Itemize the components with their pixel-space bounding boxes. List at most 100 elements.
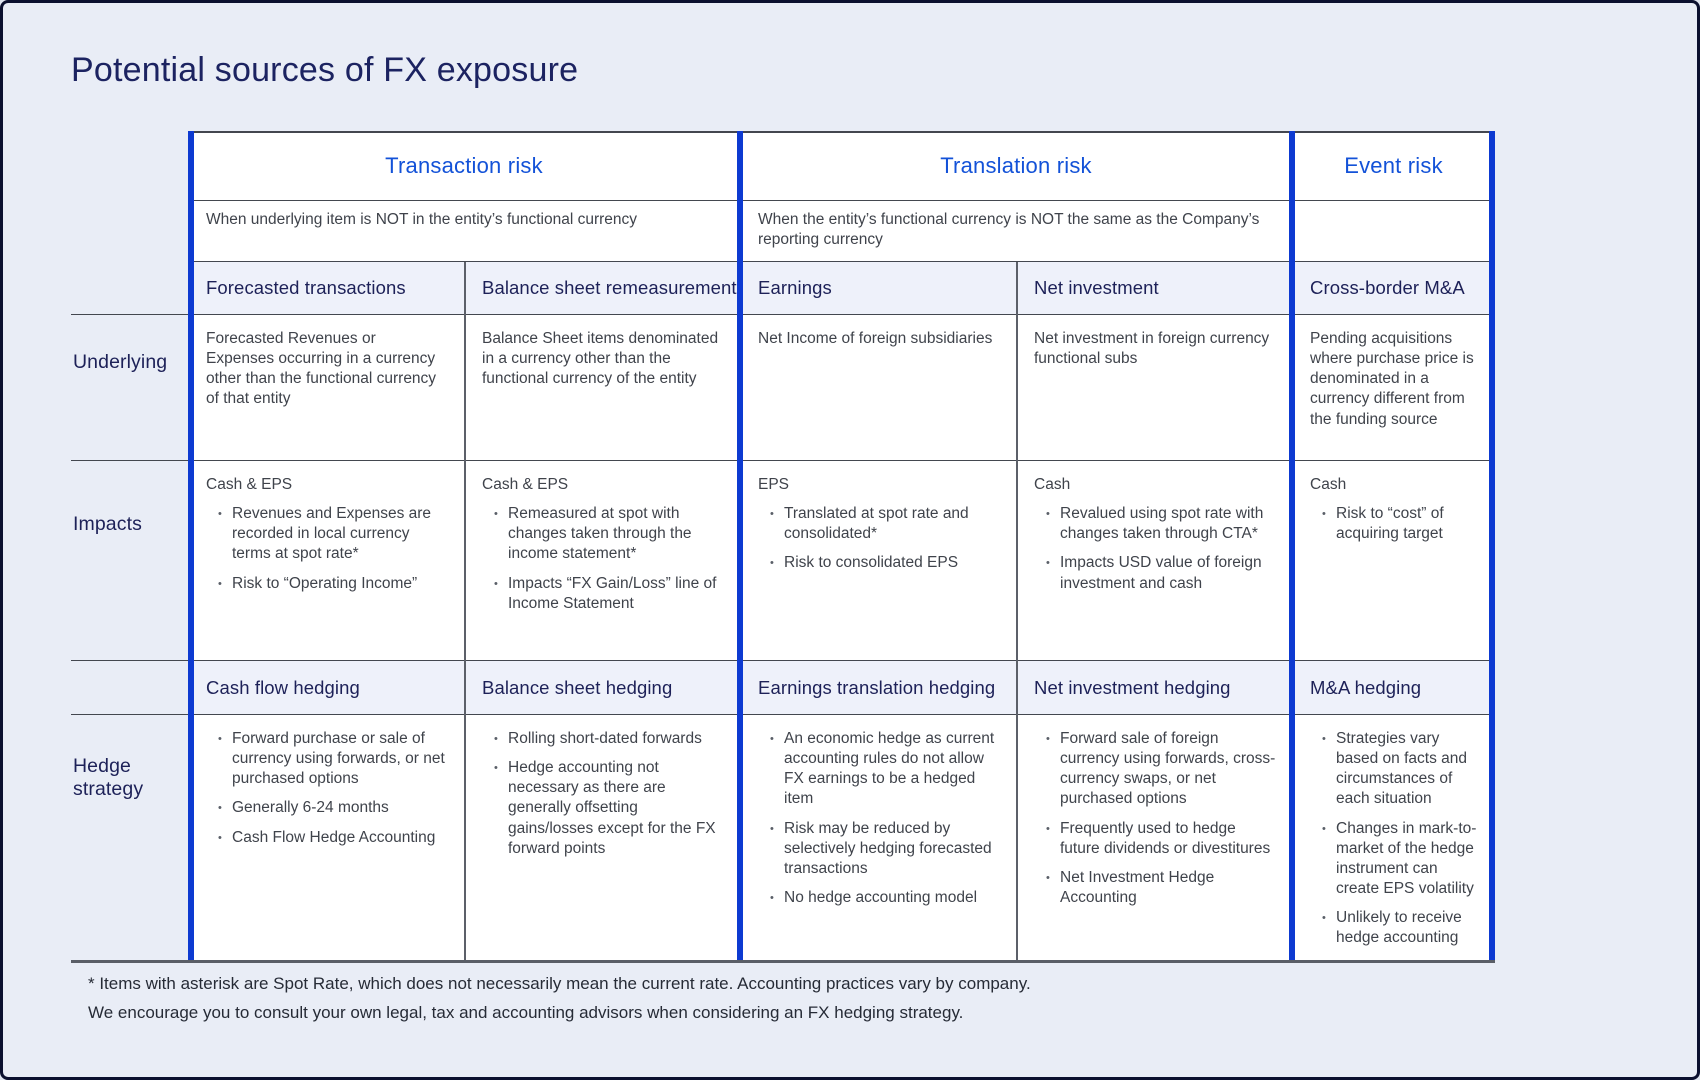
impacts-bullet-list: • Revenues and Expenses are recorded in l… <box>206 504 448 594</box>
bullet-item: • Remeasured at spot with changes taken t… <box>482 504 724 564</box>
impacts-bullet-list: • Risk to “cost” of acquiring target <box>1310 504 1479 544</box>
impacts-bullet-list: •Revalued using spot rate with changes t… <box>1034 504 1276 594</box>
bullet-icon: • <box>1322 822 1326 835</box>
bullet-icon: • <box>494 762 498 775</box>
underlying-cell: Net investment in foreign currency funct… <box>1016 315 1292 461</box>
bullet-item: •Hedge accounting not necessary as there… <box>482 758 724 859</box>
bullet-item: • Risk to consolidated EPS <box>758 553 1000 573</box>
risk-group-title-event: Event risk <box>1292 131 1495 201</box>
impacts-cell: Cash • Risk to “cost” of acquiring target <box>1292 461 1495 661</box>
bullet-text: No hedge accounting model <box>784 888 978 906</box>
bullet-text: Cash Flow Hedge Accounting <box>232 828 436 846</box>
impacts-heading: Cash <box>1310 476 1347 493</box>
bullet-item: • Risk to “cost” of acquiring target <box>1310 504 1479 544</box>
row-label-underlying: Underlying <box>71 315 188 461</box>
risk-group-description-transaction: When underlying item is NOT in the entit… <box>188 201 740 262</box>
bullet-icon: • <box>1322 912 1326 925</box>
impacts-cell: EPS •Translated at spot rate and consoli… <box>740 461 1016 661</box>
bullet-text: Risk to “Operating Income” <box>232 574 418 592</box>
category-header-cross-border-ma: Cross-border M&A <box>1292 262 1495 315</box>
blue-divider-transaction <box>188 131 194 960</box>
bullet-item: • Forward sale of foreign currency using … <box>1034 729 1276 810</box>
bullet-icon: • <box>218 508 222 521</box>
bullet-text: Changes in mark-to-market of the hedge i… <box>1336 819 1477 897</box>
label-spacer <box>71 262 188 315</box>
bullet-icon: • <box>494 577 498 590</box>
bullet-item: • No hedge accounting model <box>758 888 1000 908</box>
hedge-bullet-list: • An economic hedge as current accounting… <box>758 729 1000 908</box>
underlying-cell: Pending acquisitions where purchase pric… <box>1292 315 1495 461</box>
bullet-icon: • <box>218 577 222 590</box>
bullet-icon: • <box>1046 733 1050 745</box>
bullet-item: • Risk to “Operating Income” <box>206 574 448 594</box>
category-header-forecasted-transactions: Forecasted transactions <box>188 262 464 315</box>
bullet-item: • Risk may be reduced by selectively hedg… <box>758 819 1000 879</box>
bullet-icon: • <box>494 733 498 745</box>
bullet-item: •Generally 6-24 months <box>206 798 448 818</box>
risk-group-title-translation: Translation risk <box>740 131 1292 201</box>
bullet-icon: • <box>1046 557 1050 570</box>
bullet-text: An economic hedge as current accounting … <box>784 730 995 808</box>
impacts-heading: Cash & EPS <box>206 476 293 493</box>
bullet-icon: • <box>770 822 774 835</box>
impacts-cell: Cash & EPS • Revenues and Expenses are re… <box>188 461 464 661</box>
bullet-item: •An economic hedge as current accounting… <box>758 729 1000 810</box>
bullet-item: •Revalued using spot rate with changes t… <box>1034 504 1276 544</box>
bullet-text: Revenues and Expenses are recorded in lo… <box>232 505 432 563</box>
impacts-heading: Cash & EPS <box>482 476 569 493</box>
bullet-text: Net Investment Hedge Accounting <box>1060 868 1215 906</box>
category-header-balance-sheet-remeasurement: Balance sheet remeasurement <box>464 262 740 315</box>
bullet-icon: • <box>770 557 774 570</box>
bullet-text: Rolling short-dated forwards <box>508 730 702 747</box>
page-title: Potential sources of FX exposure <box>71 51 579 89</box>
bullet-item: •Translated at spot rate and consolidate… <box>758 504 1000 544</box>
underlying-cell: Balance Sheet items denominated in a cur… <box>464 315 740 461</box>
bullet-item: • Rolling short-dated forwards <box>482 729 724 749</box>
bullet-text: Forward sale of foreign currency using f… <box>1060 730 1276 808</box>
bullet-icon: • <box>1322 733 1326 745</box>
bullet-icon: • <box>1046 871 1050 884</box>
bullet-text: Remeasured at spot with changes taken th… <box>508 505 692 563</box>
hedge-header-ma-hedging: M&A hedging <box>1292 661 1495 715</box>
blue-divider-right-edge <box>1489 131 1495 960</box>
bullet-text: Risk may be reduced by selectively hedgi… <box>784 819 992 877</box>
impacts-heading: EPS <box>758 476 790 493</box>
row-label-impacts: Impacts <box>71 461 188 661</box>
bullet-icon: • <box>1046 508 1050 521</box>
bullet-item: •Impacts “FX Gain/Loss” line of Income S… <box>482 574 724 614</box>
impacts-heading: Cash <box>1034 476 1071 493</box>
hedge-strategy-cell: • Forward sale of foreign currency using … <box>1016 715 1292 960</box>
blue-divider-translation <box>737 131 743 960</box>
underlying-cell: Forecasted Revenues or Expenses occurrin… <box>188 315 464 461</box>
footnote: * Items with asterisk are Spot Rate, whi… <box>88 969 1031 1027</box>
hedge-header-net-investment-hedging: Net investment hedging <box>1016 661 1292 715</box>
hedge-strategy-cell: • Strategies vary based on facts and circ… <box>1292 715 1495 960</box>
bullet-text: Unlikely to receive hedge accounting <box>1336 909 1462 947</box>
bullet-icon: • <box>494 508 498 521</box>
bullet-icon: • <box>770 891 774 904</box>
hedge-bullet-list: •Forward purchase or sale of currency us… <box>206 729 448 848</box>
bullet-icon: • <box>218 733 222 745</box>
bullet-icon: • <box>1322 508 1326 521</box>
bullet-icon: • <box>770 508 774 521</box>
hedge-bullet-list: • Strategies vary based on facts and circ… <box>1310 729 1479 948</box>
bullet-item: •Cash Flow Hedge Accounting <box>206 828 448 848</box>
bullet-item: •Forward purchase or sale of currency us… <box>206 729 448 789</box>
underlying-cell: Net Income of foreign subsidiaries <box>740 315 1016 461</box>
hedge-bullet-list: • Forward sale of foreign currency using … <box>1034 729 1276 908</box>
bullet-text: Strategies vary based on facts and circu… <box>1336 730 1467 808</box>
bullet-text: Risk to “cost” of acquiring target <box>1336 505 1444 543</box>
impacts-bullet-list: •Translated at spot rate and consolidate… <box>758 504 1000 573</box>
bullet-item: • Strategies vary based on facts and circ… <box>1310 729 1479 810</box>
bullet-text: Risk to consolidated EPS <box>784 554 959 572</box>
risk-group-description-event <box>1292 201 1495 262</box>
bullet-item: •Impacts USD value of foreign investment… <box>1034 553 1276 593</box>
bullet-item: •Frequently used to hedge future dividen… <box>1034 819 1276 859</box>
impacts-cell: Cash & EPS • Remeasured at spot with chan… <box>464 461 740 661</box>
gray-column-divider <box>464 262 466 960</box>
footnote-line-1: * Items with asterisk are Spot Rate, whi… <box>88 974 1031 993</box>
blue-divider-event <box>1289 131 1295 960</box>
hedge-strategy-cell: • An economic hedge as current accounting… <box>740 715 1016 960</box>
impacts-cell: Cash •Revalued using spot rate with chan… <box>1016 461 1292 661</box>
hedge-bullet-list: • Rolling short-dated forwards •Hedge acco… <box>482 729 724 859</box>
